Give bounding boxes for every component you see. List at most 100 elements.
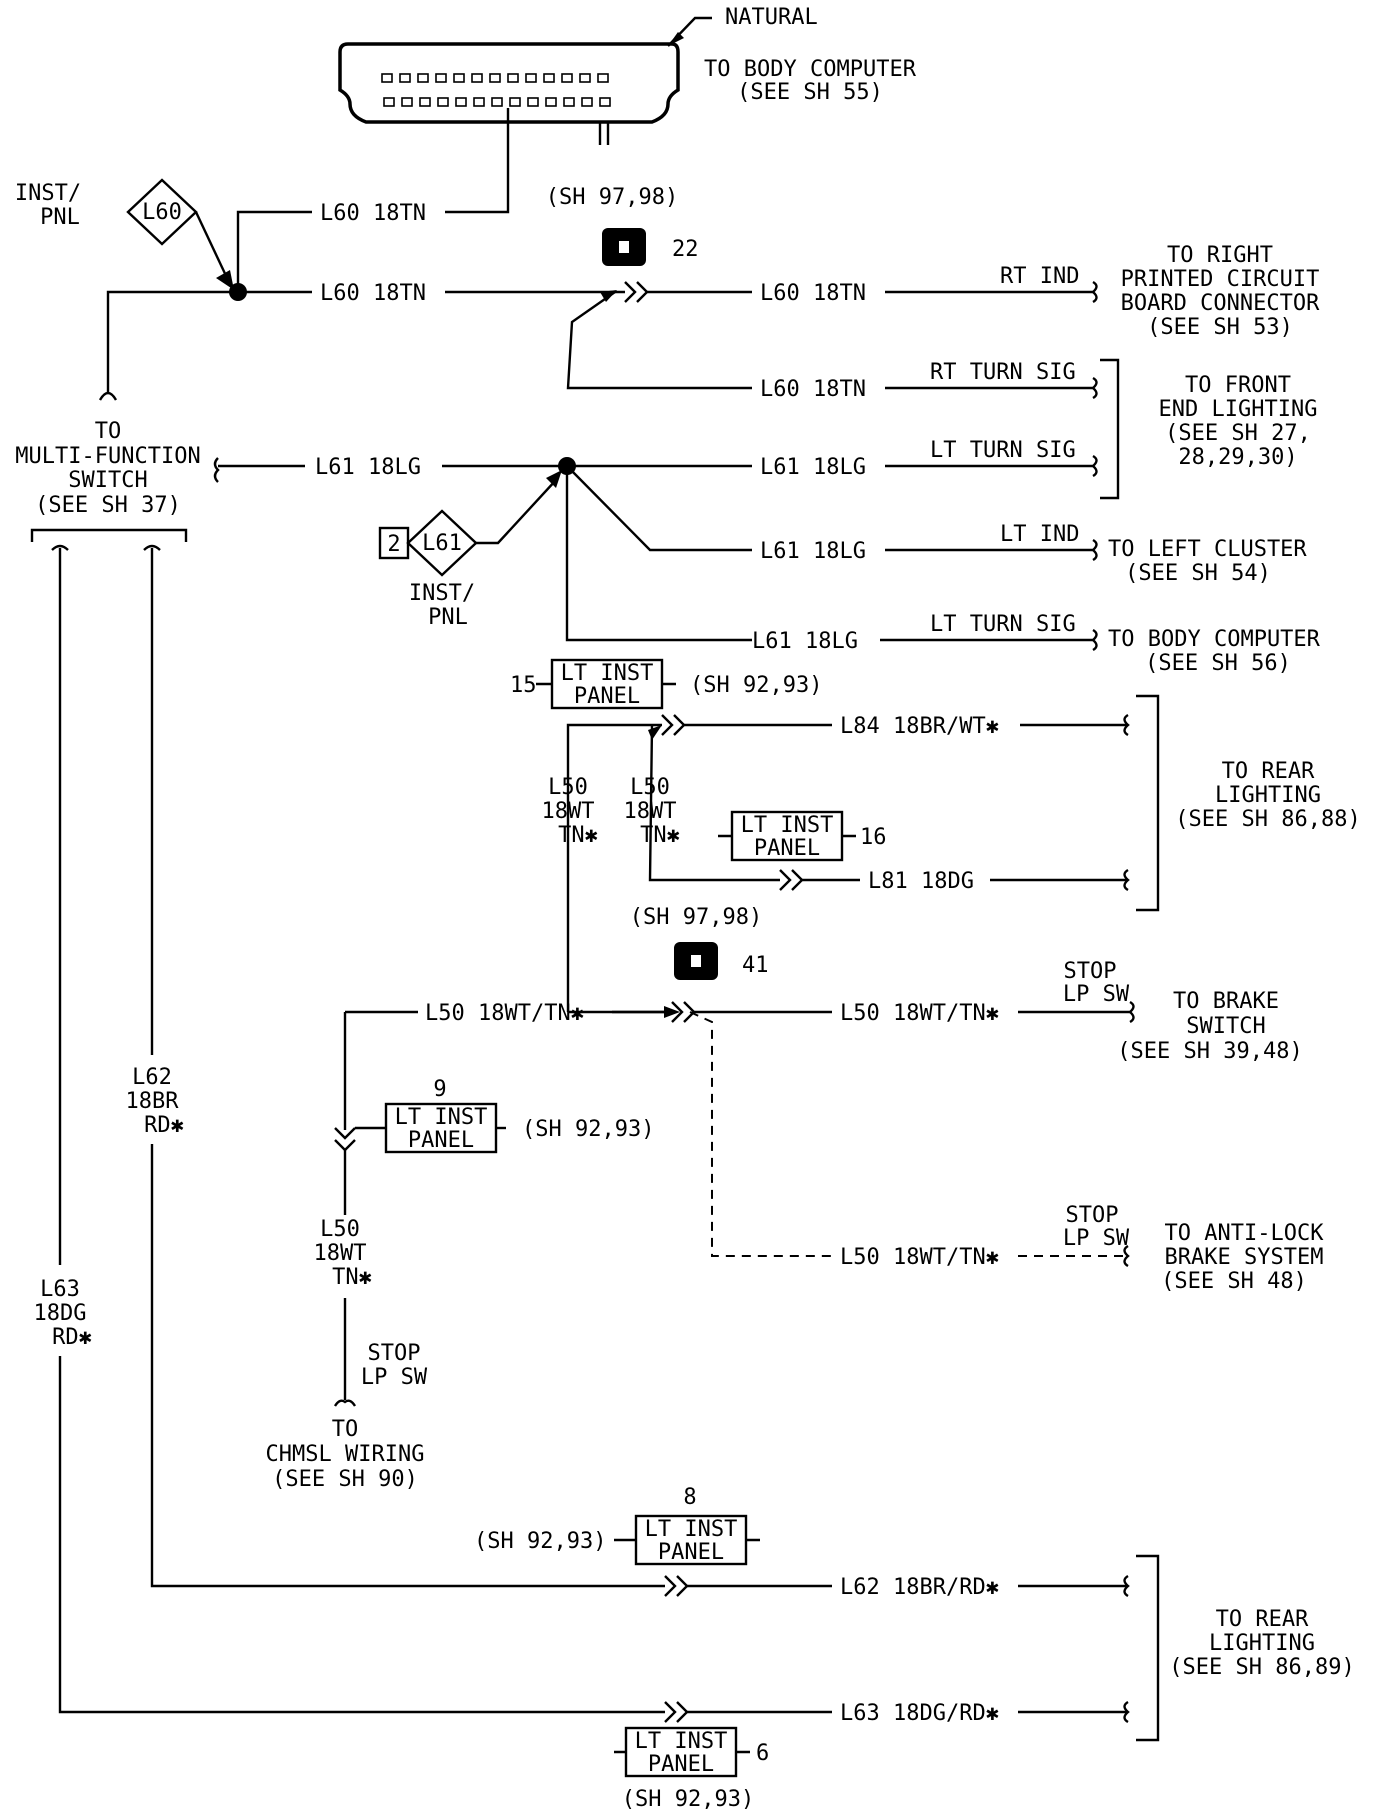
circuit-label-stop-abs-line2: LP SW — [1063, 1226, 1130, 1251]
wire-l60-from-connector — [445, 108, 510, 214]
splice-l61-location-line1: INST/ — [409, 581, 475, 606]
connector-pin — [489, 73, 501, 83]
wire-break-icon — [1091, 376, 1098, 400]
dest-rear-lighting-1-line1: TO REAR — [1222, 759, 1315, 784]
connector-pin — [473, 97, 485, 107]
arrowhead-icon — [648, 725, 662, 740]
panel-9-box — [384, 1102, 498, 1154]
wire-label-l61-body: L61 18LG — [752, 629, 858, 654]
connector-pin — [509, 97, 521, 107]
splice-l61-id: L61 — [422, 531, 462, 556]
wire-label-l50-a-line1: L50 — [548, 775, 588, 800]
wire-break-icon — [1091, 628, 1098, 652]
dest-multi-function-line4: (SEE SH 37) — [35, 493, 181, 518]
rear-lighting-2-bracket — [1136, 1554, 1160, 1742]
dest-multi-function-line3: SWITCH — [68, 468, 147, 493]
wire-l50-b-vert — [648, 724, 780, 882]
wire-label-l50-b-line1: L50 — [630, 775, 670, 800]
connector-pin — [599, 97, 611, 107]
connector-pin — [383, 97, 395, 107]
connector-pin — [419, 97, 431, 107]
wire-label-l50-b-line2: 18WT — [624, 799, 677, 824]
wire-l61-body-a — [565, 466, 752, 642]
dest-abs-line3: (SEE SH 48) — [1161, 1269, 1307, 1294]
panel-6-label-line1: LT INST — [635, 1729, 728, 1754]
dest-body-computer-line2: (SEE SH 56) — [1145, 651, 1291, 676]
wire-break-icon — [51, 544, 69, 551]
arrowhead-icon — [216, 270, 234, 290]
wire-break-icon — [1128, 1000, 1135, 1024]
connector-pin — [545, 97, 557, 107]
circuit-label-lt-turn: LT TURN SIG — [930, 438, 1076, 463]
splice-l61-arrow — [476, 479, 557, 545]
wire-label-l62-vert-line1: L62 — [132, 1065, 172, 1090]
inline-connector-41-id: 41 — [742, 953, 769, 978]
splice-l61-sheet-box — [378, 526, 410, 560]
inline-connector-pins — [779, 869, 804, 891]
inline-connector-22-id: 22 — [672, 237, 699, 262]
wire-break-icon — [1123, 868, 1130, 892]
dest-right-pcb-line4: (SEE SH 53) — [1147, 315, 1293, 340]
circuit-label-lt-ind: LT IND — [1000, 522, 1079, 547]
wire-label-l61-lt-turn: L61 18LG — [760, 455, 866, 480]
connector-pin — [437, 97, 449, 107]
wire-label-l63-vert-line2: 18DG — [34, 1301, 87, 1326]
panel-8-num: 8 — [683, 1485, 696, 1510]
front-lighting-bracket — [1100, 358, 1120, 500]
connector-pin — [399, 73, 411, 83]
wire-l60-to-splice — [236, 210, 312, 290]
wire-label-l63-vert-line1: L63 — [40, 1277, 80, 1302]
connector-color-label: NATURAL — [725, 5, 818, 30]
panel-15-ref: (SH 92,93) — [690, 673, 822, 698]
wire-break-icon — [1123, 1574, 1130, 1598]
circuit-label-stop-chmsl-line2: LP SW — [361, 1365, 428, 1390]
wire-label-l62-vert-line3: RD✱ — [144, 1113, 184, 1138]
wire-break-icon — [1091, 280, 1098, 304]
dest-rear-lighting-1-line2: LIGHTING — [1215, 783, 1321, 808]
circuit-label-stop-brake-line2: LP SW — [1063, 982, 1130, 1007]
dest-rear-lighting-2-line2: LIGHTING — [1209, 1631, 1315, 1656]
inline-connector-22-icon-inner — [617, 239, 631, 255]
splice-l60-id: L60 — [142, 200, 182, 225]
dest-chmsl-line3: (SEE SH 90) — [272, 1467, 418, 1492]
wire-label-l61-lt-ind: L61 18LG — [760, 539, 866, 564]
wire-break-icon — [333, 1399, 357, 1407]
connector-pin — [453, 73, 465, 83]
wire-label-l62: L62 18BR/RD✱ — [840, 1575, 999, 1600]
wire-label-l60-rt-ind: L60 18TN — [760, 281, 866, 306]
circuit-label-stop-abs-line1: STOP — [1066, 1203, 1119, 1228]
wire-l62-horizontal — [150, 1144, 665, 1588]
connector-pin — [435, 73, 447, 83]
connector-pin — [543, 73, 555, 83]
panel-6-box — [624, 1726, 738, 1778]
wire-break-icon — [1091, 538, 1098, 562]
wire-label-l50-a-line2: 18WT — [542, 799, 595, 824]
panel-16-label-line1: LT INST — [741, 813, 834, 838]
circuit-label-rt-ind: RT IND — [1000, 264, 1079, 289]
dest-brake-switch-line1: TO BRAKE — [1173, 989, 1279, 1014]
connector-pin — [561, 73, 573, 83]
wire-label-l50-b-line3: TN✱ — [640, 823, 680, 848]
connector-pin — [507, 73, 519, 83]
dest-right-pcb-line3: BOARD CONNECTOR — [1121, 291, 1320, 316]
inline-connector-pins — [664, 1575, 689, 1597]
connector-pin — [527, 97, 539, 107]
wire-label-l50-down-line1: L50 — [320, 1217, 360, 1242]
dest-front-lighting-line1: TO FRONT — [1185, 373, 1291, 398]
dest-right-pcb-line1: TO RIGHT — [1167, 243, 1273, 268]
splice-l60-location-line2: PNL — [40, 205, 80, 230]
connector-pin — [579, 73, 591, 83]
inline-connector-22-ref: (SH 97,98) — [546, 185, 678, 210]
circuit-label-stop-brake-line1: STOP — [1064, 959, 1117, 984]
panel-8-box — [634, 1514, 748, 1566]
connector-pin — [455, 97, 467, 107]
circuit-label-rt-turn: RT TURN SIG — [930, 360, 1076, 385]
wire-break-icon — [1123, 713, 1130, 737]
panel-9-label-line1: LT INST — [395, 1105, 488, 1130]
inline-connector-pins — [661, 714, 686, 736]
panel-9-num: 9 — [433, 1077, 446, 1102]
connector-pin — [581, 97, 593, 107]
panel-16-label-line2: PANEL — [754, 836, 820, 861]
panel-15-num: 15 — [510, 673, 537, 698]
